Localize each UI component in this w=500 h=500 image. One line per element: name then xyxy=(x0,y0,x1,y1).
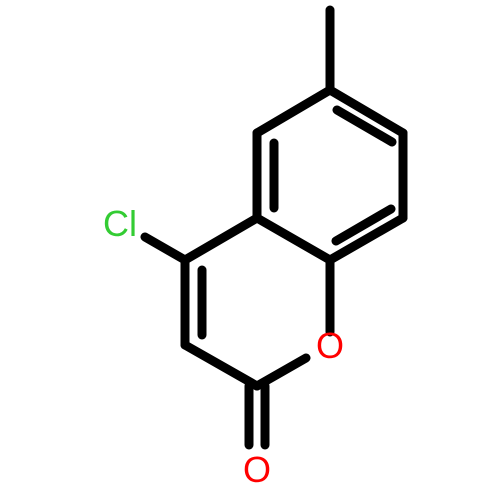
atom-cl-label: Cl xyxy=(103,203,137,244)
atom-o-carbonyl-label: O xyxy=(243,449,271,490)
bond-c5-c6 xyxy=(325,85,408,138)
bond-c4-cl xyxy=(140,232,190,265)
atom-o-ring-label: O xyxy=(316,325,344,366)
bond-c5-c6-inner xyxy=(332,105,397,147)
bond-c8a-c4a xyxy=(252,213,335,265)
bond-c4b-c5 xyxy=(252,85,335,138)
bond-c2-o1 xyxy=(252,353,311,391)
bond-c7-c8a-inner xyxy=(331,204,396,246)
bond-c3-c2 xyxy=(180,340,262,391)
bond-c7-c8a xyxy=(325,213,408,265)
bond-c4a-c4 xyxy=(180,213,262,265)
